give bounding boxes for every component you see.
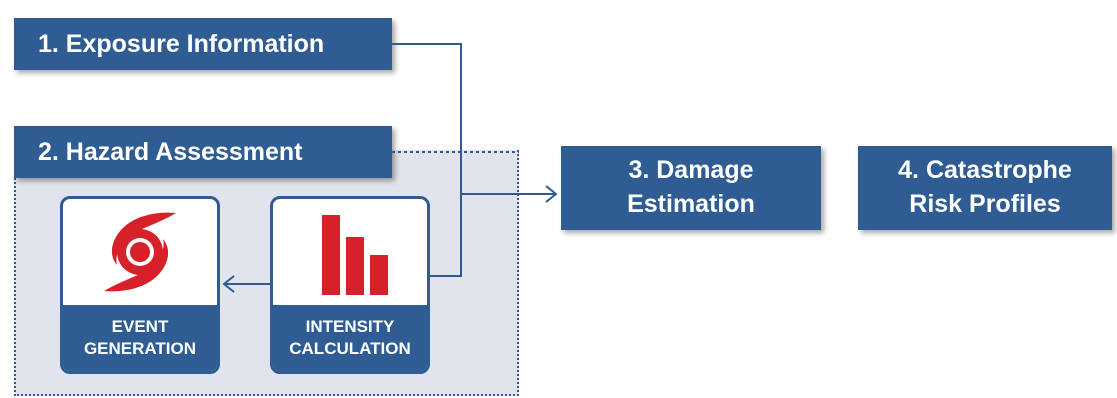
exposure-information-label: 1. Exposure Information [38,29,325,58]
bar-chart-icon [273,199,427,305]
intensity-calculation-card: INTENSITY CALCULATION [270,196,430,374]
intensity-calculation-line2: CALCULATION [289,339,411,358]
event-generation-line1: EVENT [111,316,169,336]
damage-estimation-line2: Estimation [627,190,755,218]
catastrophe-risk-line1: 4. Catastrophe [898,156,1072,185]
intensity-calculation-caption: INTENSITY CALCULATION [273,305,427,371]
catastrophe-risk-profiles-box: 4. Catastrophe Risk Profiles [858,146,1112,230]
hazard-assessment-label: 2. Hazard Assessment [38,137,303,166]
event-generation-card: EVENT GENERATION [60,196,220,374]
event-generation-line2: GENERATION [83,339,197,358]
catastrophe-risk-line2: Risk Profiles [909,190,1061,218]
damage-estimation-line1: 3. Damage [628,156,754,185]
damage-estimation-box: 3. Damage Estimation [561,146,821,230]
hurricane-icon [63,199,217,305]
hazard-assessment-box: 2. Hazard Assessment [14,126,392,178]
event-generation-caption: EVENT GENERATION [63,305,217,371]
exposure-information-box: 1. Exposure Information [14,18,392,70]
to-damage-arrowhead [545,185,558,203]
intensity-calculation-line1: INTENSITY [305,316,395,336]
